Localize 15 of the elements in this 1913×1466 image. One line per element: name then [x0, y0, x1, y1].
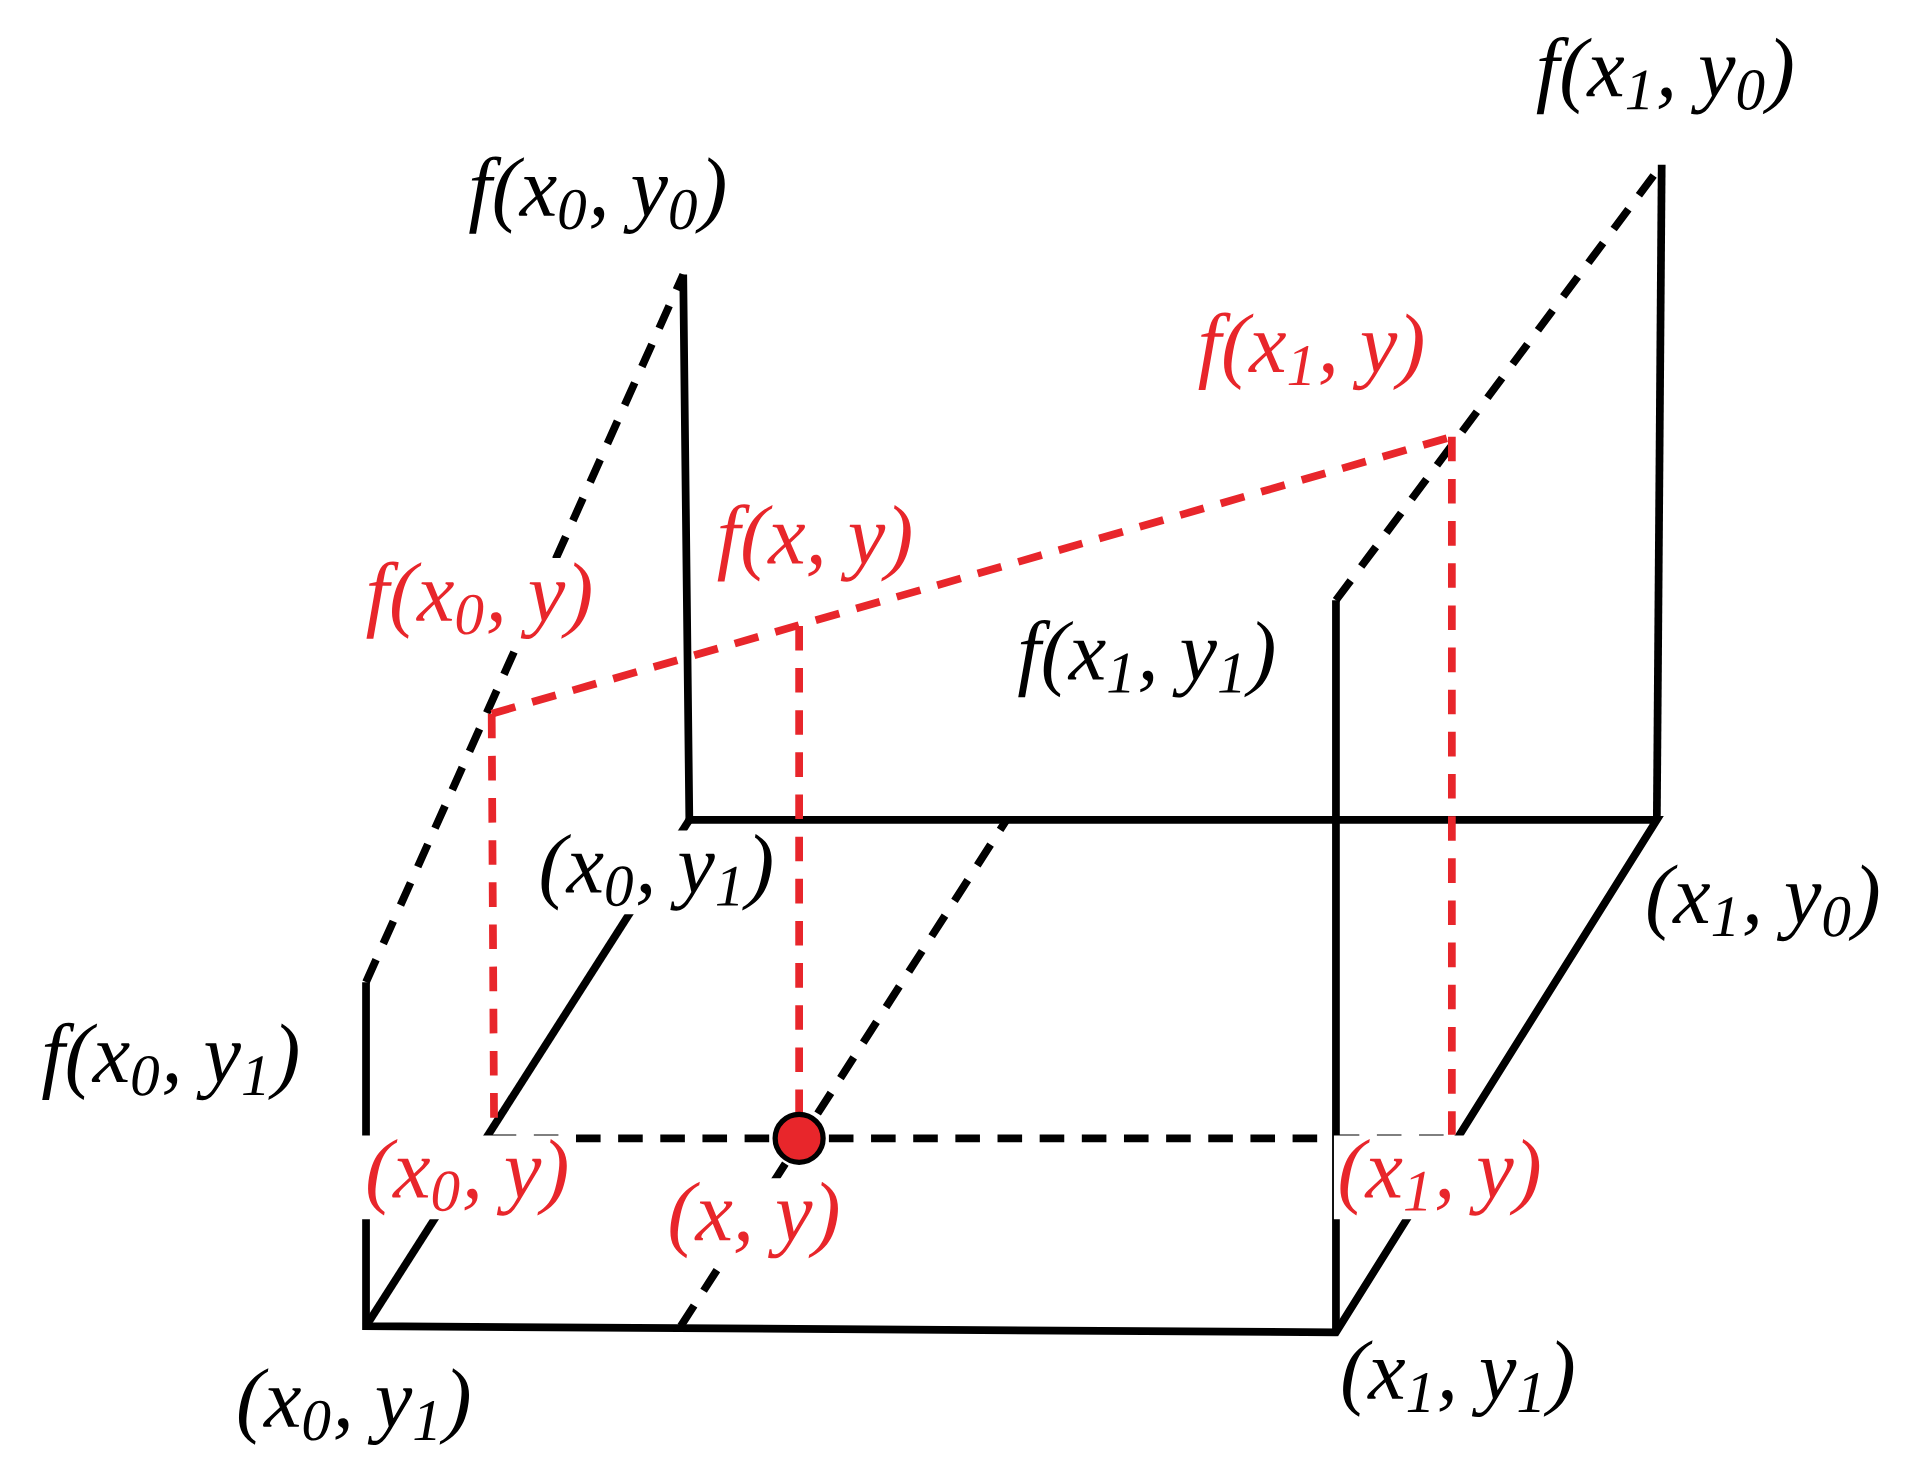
point-label: (x$_{0}$, y$_{1}$) [232, 1364, 476, 1449]
point-label: (x$_{0}$, y$_{1}$) [535, 830, 778, 914]
point-label: (x, y) [663, 1177, 845, 1262]
point-label: f(x$_{1}$, y$_{1}$) [1013, 616, 1280, 701]
point-label: f(x$_{1}$, y) [1194, 308, 1429, 394]
point-label: (x$_{1}$, y$_{0}$) [1641, 860, 1885, 945]
point-label: (x$_{1}$, y) [1333, 1135, 1546, 1219]
point-label: (x$_{1}$, y$_{1}$) [1336, 1336, 1580, 1421]
point-label: (x$_{0}$, y) [361, 1135, 573, 1219]
point-label: f(x$_{0}$, y$_{0}$) [464, 152, 731, 238]
point-label: f(x, y) [713, 500, 917, 585]
point-label: f(x$_{1}$, y$_{0}$) [1532, 33, 1799, 118]
point-label: f(x$_{0}$, y$_{1}$) [37, 1018, 304, 1104]
point-marker [772, 1111, 826, 1165]
point-label: f(x$_{0}$, y) [362, 557, 597, 643]
